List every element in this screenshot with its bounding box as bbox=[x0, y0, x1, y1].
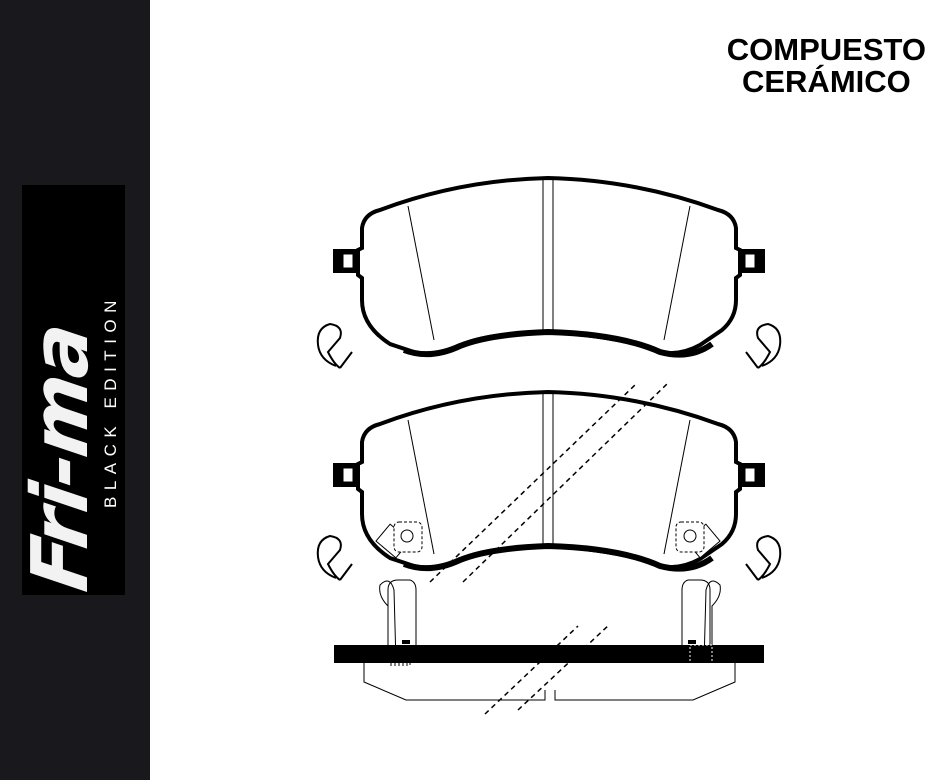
spring-clip-right-top bbox=[745, 322, 782, 369]
spring-clip-left-bottom bbox=[316, 534, 353, 581]
compound-title: COMPUESTO CERÁMICO bbox=[727, 34, 926, 98]
compound-title-line1: COMPUESTO bbox=[726, 32, 926, 67]
spring-clip-right-bottom bbox=[745, 534, 782, 581]
wear-sensor-tabs bbox=[375, 521, 721, 559]
brand-logo bbox=[22, 185, 125, 595]
break-lines bbox=[429, 382, 669, 715]
pad-side-view bbox=[334, 579, 764, 701]
compound-title-line2: CERÁMICO bbox=[741, 64, 911, 99]
spring-clip-left-top bbox=[316, 322, 353, 369]
brake-pad-top bbox=[334, 178, 764, 355]
